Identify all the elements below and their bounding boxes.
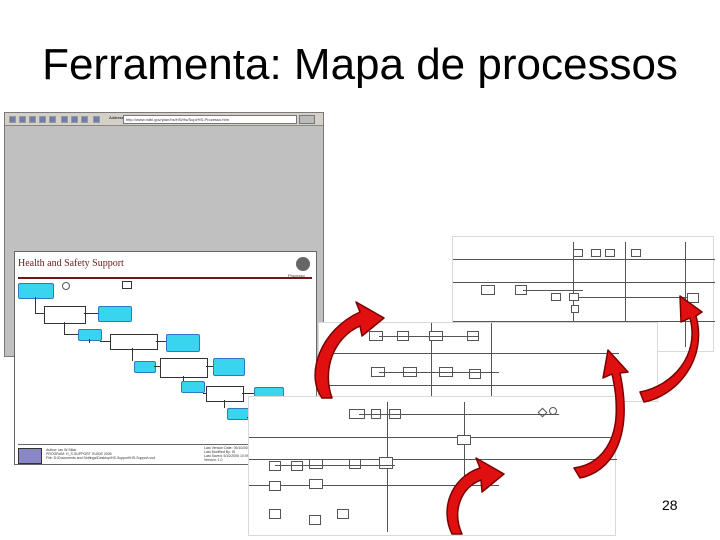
process-map-page (248, 396, 617, 536)
page-title: Health and Safety Support (18, 258, 124, 269)
forward-button[interactable] (19, 116, 26, 123)
flow-doc (122, 281, 132, 289)
home-button[interactable] (49, 116, 56, 123)
footer-version-date: Last Version Date: 05/10/2006 (204, 446, 252, 450)
favorites-button[interactable] (71, 116, 78, 123)
process-box (291, 461, 303, 471)
process-box (269, 461, 281, 471)
process-box (605, 249, 615, 257)
process-box (309, 515, 321, 525)
process-box (591, 249, 601, 257)
flow-node-output[interactable] (98, 306, 132, 322)
browser-page-content: Health and Safety Support Processo (14, 251, 317, 465)
flow-node-task[interactable] (44, 306, 86, 324)
back-button[interactable] (9, 116, 16, 123)
flow-node-start[interactable] (18, 283, 54, 299)
process-box (631, 249, 641, 257)
footer-program: PROGRAM: H_S-SUPPORT GUIDE 2005 (46, 452, 112, 456)
process-box (337, 509, 349, 519)
flow-node-task[interactable] (160, 358, 208, 378)
page-number: 28 (662, 497, 678, 513)
process-box (573, 249, 583, 257)
mail-button[interactable] (93, 116, 100, 123)
search-button[interactable] (61, 116, 68, 123)
browser-toolbar: Address http://www.ndbl.gov/plan/hs/HS/H… (5, 113, 323, 126)
flow-node-event[interactable] (78, 329, 102, 341)
go-button[interactable] (299, 115, 315, 124)
process-box (349, 459, 361, 469)
footer-last-saved: Last Saved: 5/10/2006 10:09 AM (204, 454, 255, 458)
footer-author: Author: Ian W Sklar (46, 448, 77, 452)
flow-node-event[interactable] (181, 381, 205, 393)
flow-node-task[interactable] (110, 334, 158, 350)
process-box (379, 457, 393, 469)
flow-node-event[interactable] (227, 408, 249, 420)
flow-node-event[interactable] (134, 361, 156, 373)
process-map-page (318, 322, 658, 402)
address-bar[interactable]: http://www.ndbl.gov/plan/hs/HS/Hs/Supl/H… (123, 115, 297, 124)
stop-button[interactable] (29, 116, 36, 123)
org-logo-icon (296, 257, 310, 271)
browser-window-screenshot: Address http://www.ndbl.gov/plan/hs/HS/H… (4, 112, 324, 465)
process-box (269, 509, 281, 519)
process-box (551, 293, 561, 301)
process-box (687, 293, 699, 303)
flow-node-task[interactable] (206, 386, 244, 402)
org-logo-label: Processo (288, 273, 305, 278)
footer-version: Version: 1.0 (204, 458, 223, 462)
lab-logo-icon (18, 448, 42, 464)
process-box (309, 459, 323, 469)
flow-connector (62, 282, 70, 290)
process-box (457, 435, 471, 445)
process-box (571, 305, 579, 313)
process-box (469, 369, 481, 379)
decision-diamond (537, 407, 548, 418)
footer-file: File: D:\Documents and Settings\Desktop\… (46, 456, 155, 460)
history-button[interactable] (81, 116, 88, 123)
refresh-button[interactable] (39, 116, 46, 123)
slide-title: Ferramenta: Mapa de processos (42, 40, 678, 89)
footer-modified-by: Last Modified By: IS (204, 450, 236, 454)
flow-node-output[interactable] (166, 334, 200, 352)
flow-node-output[interactable] (213, 358, 245, 376)
process-box (309, 479, 323, 489)
process-box (269, 481, 281, 491)
address-label: Address (109, 115, 124, 120)
process-box (481, 285, 495, 295)
